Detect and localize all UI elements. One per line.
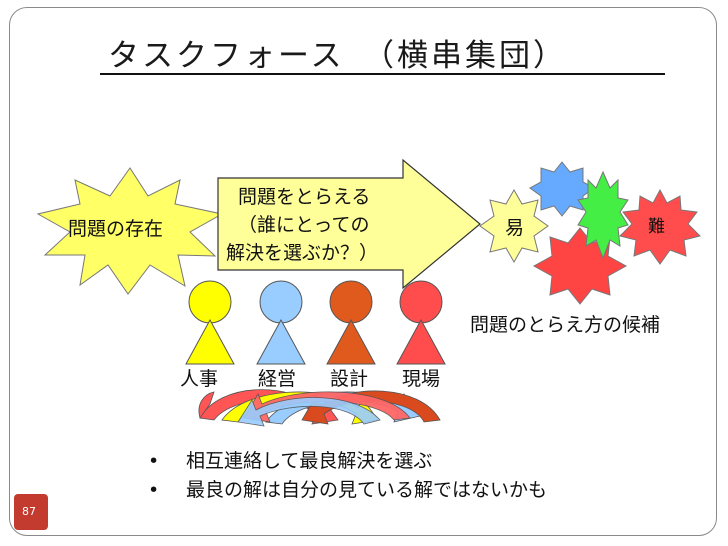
easy-star: [479, 188, 549, 264]
problem-existence-label: 問題の存在: [68, 218, 164, 240]
figure-design: [326, 280, 376, 365]
slide-frame: [9, 7, 717, 536]
easy-label: 易: [505, 217, 525, 239]
role-label-design: 設計: [330, 368, 369, 390]
interconnect-arrows: [198, 389, 441, 427]
bullet-dot: •: [148, 479, 160, 501]
bullet-list: • 相互連絡して最良解決を選ぶ • 最良の解は自分の見ている解ではないかも: [148, 447, 547, 505]
slide-title: タスクフォース （横串集団）: [108, 38, 567, 74]
bullet-text: 最良の解は自分の見ている解ではないかも: [186, 479, 548, 501]
bullet-item: • 最良の解は自分の見ている解ではないかも: [148, 476, 547, 505]
candidates-label: 問題のとらえ方の候補: [470, 314, 661, 336]
page-number-badge: [14, 494, 48, 530]
bullet-item: • 相互連絡して最良解決を選ぶ: [148, 447, 547, 476]
bullet-text: 相互連絡して最良解決を選ぶ: [186, 450, 433, 472]
green-burst: [577, 170, 629, 260]
arrow-text-line2: （誰にとっての: [238, 214, 370, 236]
blue-burst: [529, 161, 595, 217]
bullet-dot: •: [148, 450, 160, 472]
figure-management: [256, 280, 306, 365]
title-underline: [100, 73, 665, 75]
page-number: 87: [22, 505, 36, 518]
red-hard-burst: [619, 188, 701, 265]
figure-hr: [185, 280, 235, 365]
problem-existence-burst: [36, 167, 224, 295]
arrow-text-line1: 問題をとらえる: [238, 186, 371, 208]
role-label-hr: 人事: [180, 368, 219, 390]
big-right-arrow: [217, 158, 481, 290]
hard-label: 難: [648, 217, 665, 237]
figure-field: [396, 280, 446, 365]
role-label-field: 現場: [402, 368, 441, 390]
role-label-management: 経営: [258, 368, 297, 390]
arrow-text-line3: 解決を選ぶか？）: [226, 242, 379, 264]
